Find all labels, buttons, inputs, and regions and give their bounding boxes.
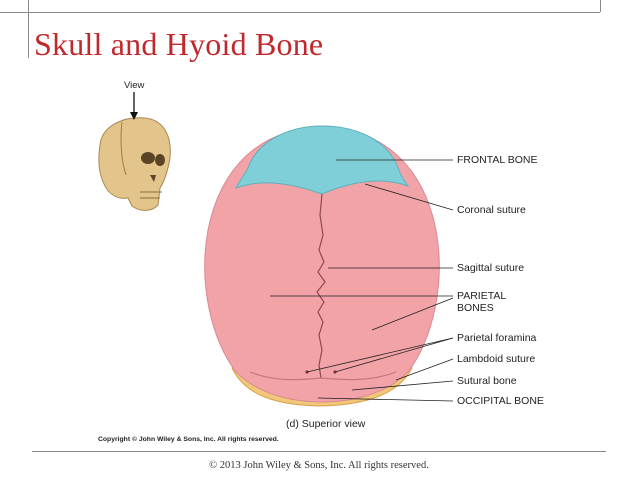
- label-parietal-line1: PARIETAL: [457, 290, 507, 302]
- view-arrowhead: [130, 112, 138, 120]
- label-frontal-bone: FRONTAL BONE: [457, 154, 538, 166]
- label-occipital-bone: OCCIPITAL BONE: [457, 395, 544, 407]
- label-parietal-line2: BONES: [457, 302, 494, 314]
- label-lambdoid-suture: Lambdoid suture: [457, 353, 536, 365]
- left-rule: [28, 0, 29, 58]
- label-parietal-foramina: Parietal foramina: [457, 332, 537, 344]
- figure-copyright: Copyright © John Wiley & Sons, Inc. All …: [98, 436, 279, 443]
- lambdoid-suture-line: [249, 371, 397, 381]
- sagittal-suture-line: [316, 193, 326, 379]
- small-skull-icon: [98, 117, 171, 211]
- leader-lines: [270, 159, 454, 402]
- right-rule: [600, 0, 601, 12]
- top-rule: [0, 12, 600, 13]
- slide-footer: © 2013 John Wiley & Sons, Inc. All right…: [209, 460, 429, 471]
- label-coronal-suture: Coronal suture: [457, 204, 526, 216]
- bottom-rule: [32, 451, 606, 452]
- figure-caption: (d) Superior view: [286, 418, 366, 430]
- view-label: View: [124, 80, 145, 91]
- label-sagittal-suture: Sagittal suture: [457, 262, 525, 274]
- slide-title: Skull and Hyoid Bone: [34, 26, 324, 62]
- label-sutural-bone: Sutural bone: [457, 375, 517, 387]
- skull-superior: [204, 125, 440, 407]
